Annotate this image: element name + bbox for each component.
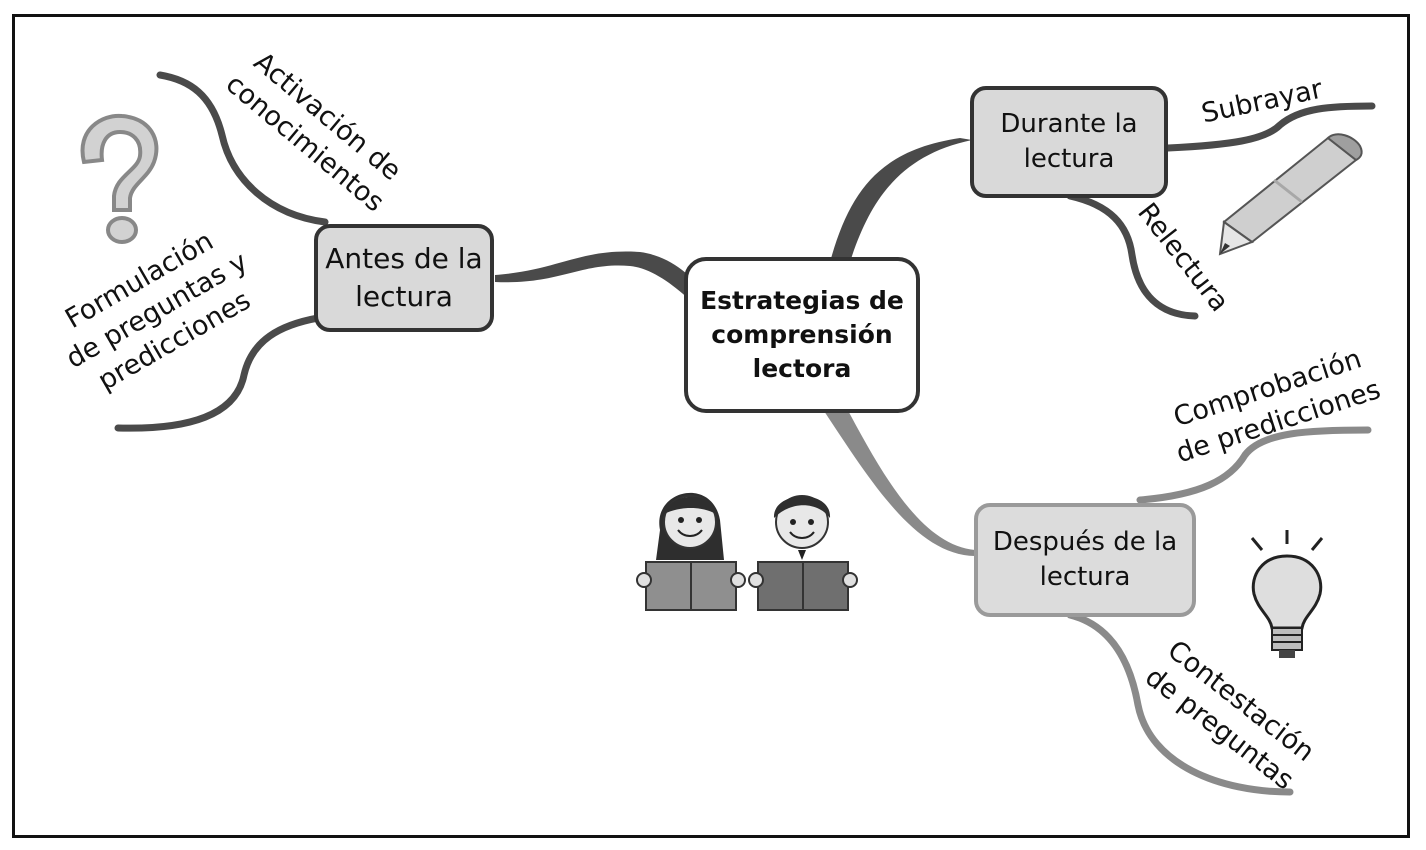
connector-antes-formulacion	[114, 314, 322, 432]
branch-despues-title-line-1: Después de la	[992, 526, 1178, 557]
branch-durante-la-lectura: Durante la lectura	[970, 86, 1168, 198]
branch-antes-title-line-2: lectura	[355, 280, 453, 313]
central-topic-line-1: Estrategias de	[700, 286, 904, 316]
pencil-icon	[1218, 133, 1363, 256]
question-mark-icon	[80, 113, 159, 244]
children-reading-icon	[636, 492, 858, 611]
connector-antes-activacion	[156, 71, 329, 226]
central-topic-line-2: comprensión	[711, 320, 893, 350]
diagram-frame	[12, 14, 1410, 838]
branch-antes-de-la-lectura: Antes de la lectura	[314, 224, 494, 332]
connector-center-antes	[495, 251, 705, 300]
connector-durante-relectura	[1066, 192, 1199, 320]
branch-durante-title-line-2: lectura	[1023, 144, 1115, 174]
connector-despues-comprobacion	[1136, 426, 1372, 504]
connector-despues-contestacion	[1066, 611, 1294, 796]
connector-center-despues	[820, 405, 975, 556]
branch-antes-title-line-1: Antes de la	[325, 242, 483, 276]
branch-despues-de-la-lectura: Después de la lectura	[974, 503, 1196, 617]
connector-durante-subrayar	[1164, 102, 1376, 152]
branch-durante-title-line-1: Durante la	[1000, 108, 1138, 139]
central-topic-line-3: lectora	[752, 353, 852, 383]
central-topic: Estrategias de comprensión lectora	[684, 257, 920, 413]
connector-center-durante	[830, 138, 972, 262]
branch-despues-title-line-2: lectura	[1039, 562, 1131, 592]
light-bulb-icon	[1250, 530, 1324, 658]
